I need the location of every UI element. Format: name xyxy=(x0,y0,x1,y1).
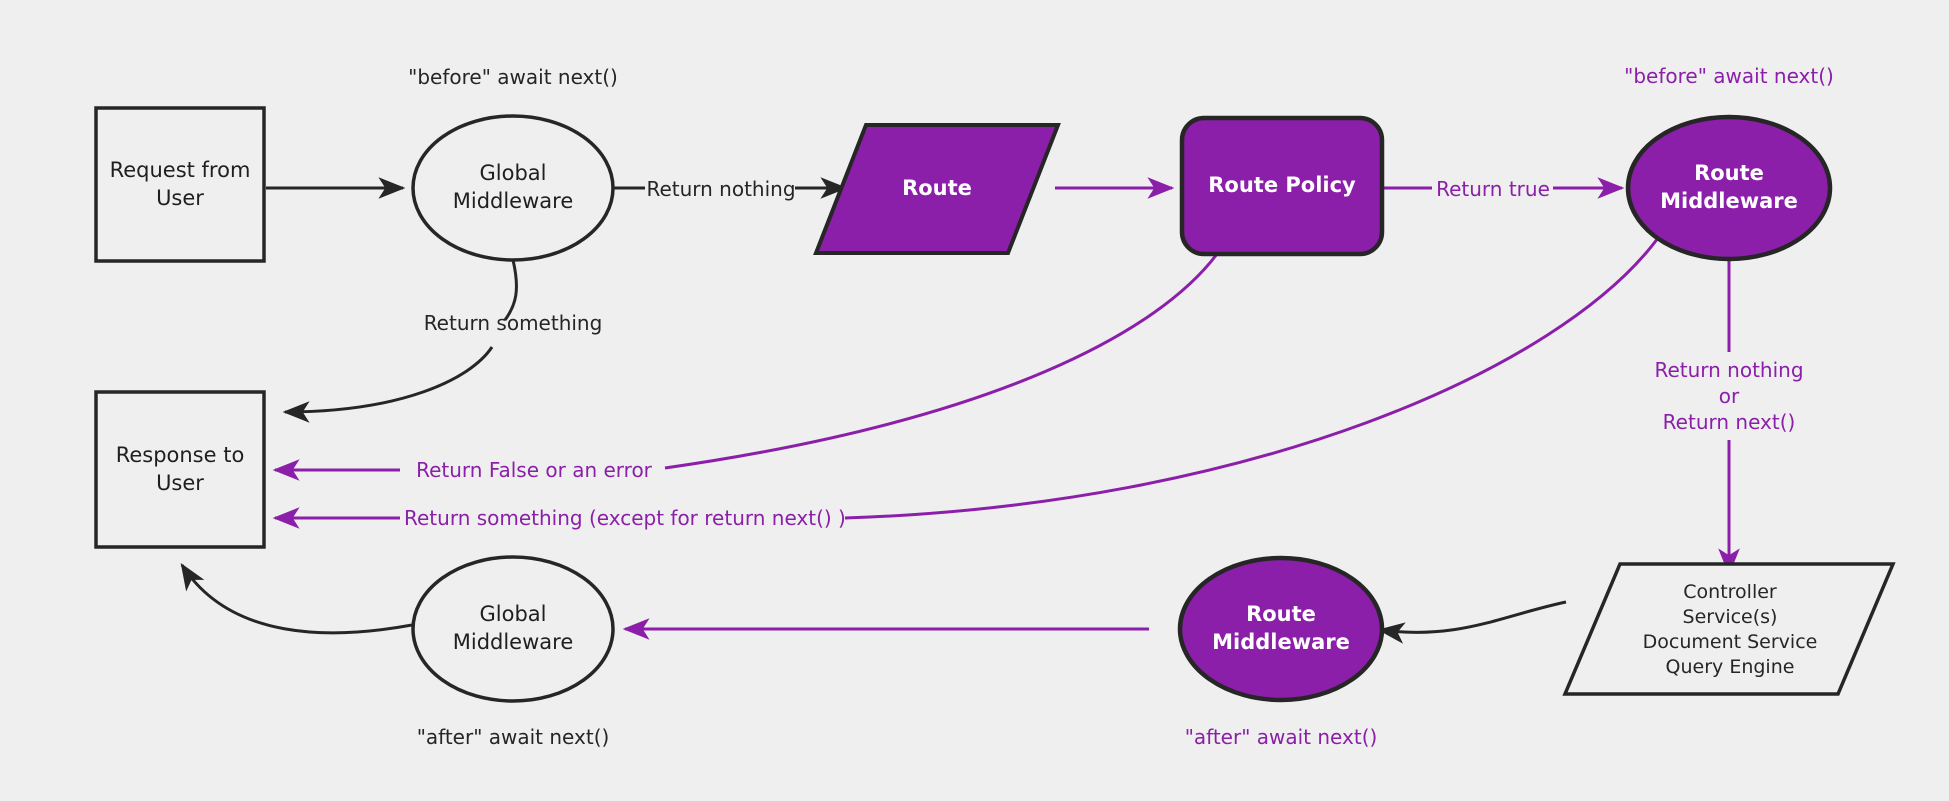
edge-route-middleware-return-something-curve xyxy=(844,237,1660,520)
shape-controller[interactable] xyxy=(1562,562,1896,696)
shape-global-middleware-bottom[interactable] xyxy=(411,555,615,703)
shape-route[interactable] xyxy=(813,123,1061,255)
edge-route-policy-return-false-curve xyxy=(664,253,1219,470)
edge-controller-to-route-middleware-bottom xyxy=(1377,600,1567,644)
shape-request-from-user[interactable] xyxy=(94,106,266,263)
shape-route-middleware-top[interactable] xyxy=(1625,114,1833,262)
shape-global-middleware-top[interactable] xyxy=(411,114,615,262)
shape-route-policy[interactable] xyxy=(1179,115,1385,257)
shape-route-middleware-bottom[interactable] xyxy=(1177,555,1385,703)
edge-global-middleware-bottom-to-response xyxy=(180,562,413,635)
edge-global-middleware-return-something-to-response xyxy=(503,259,518,321)
shape-response-to-user[interactable] xyxy=(94,390,266,549)
edge-return-something-curve-to-response xyxy=(282,346,494,423)
